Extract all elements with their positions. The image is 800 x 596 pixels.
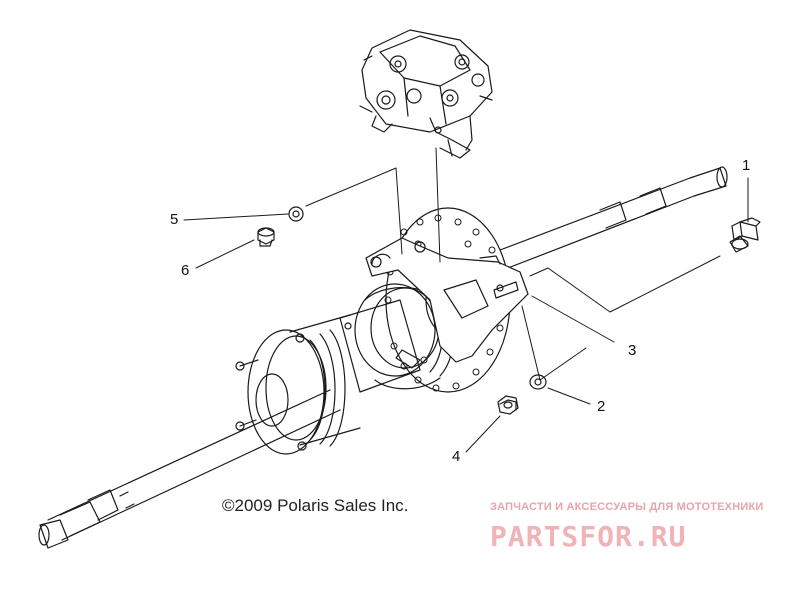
leader-line-2a (547, 387, 591, 405)
callout-5: 5 (170, 211, 179, 228)
brake-caliper (359, 29, 493, 159)
wheel-hub (235, 314, 361, 455)
callout-4: 4 (452, 448, 461, 465)
bolt-1 (729, 217, 761, 253)
washer-5 (288, 206, 304, 222)
leader-line-6 (195, 239, 255, 269)
nut-4 (497, 395, 519, 415)
caliper-bracket (365, 237, 529, 363)
leader-line-3a (529, 255, 721, 313)
leader-lines (183, 147, 749, 453)
leader-line-caliper (435, 147, 441, 263)
watermark-logo: PARTSFOR.RU (490, 520, 686, 552)
callout-1: 1 (742, 157, 751, 174)
watermark-tagline: ЗАПЧАСТИ И АКСЕССУАРЫ ДЛЯ МОТОТЕХНИКИ (490, 501, 764, 513)
leader-line-3b (531, 295, 615, 343)
watermark-logo-text: PARTSFOR.RU (490, 520, 686, 552)
leader-line-2b (521, 305, 587, 381)
axle-shaft (38, 166, 728, 549)
callout-6: 6 (181, 262, 190, 279)
copyright-text: ©2009 Polaris Sales Inc. (222, 496, 409, 515)
bolt-6 (257, 227, 275, 247)
leader-line-4 (465, 415, 501, 453)
callout-2: 2 (597, 398, 606, 415)
leader-line-5b (305, 167, 403, 255)
leader-line-5a (183, 213, 289, 221)
washer-2 (529, 374, 547, 390)
callout-3: 3 (628, 342, 637, 359)
